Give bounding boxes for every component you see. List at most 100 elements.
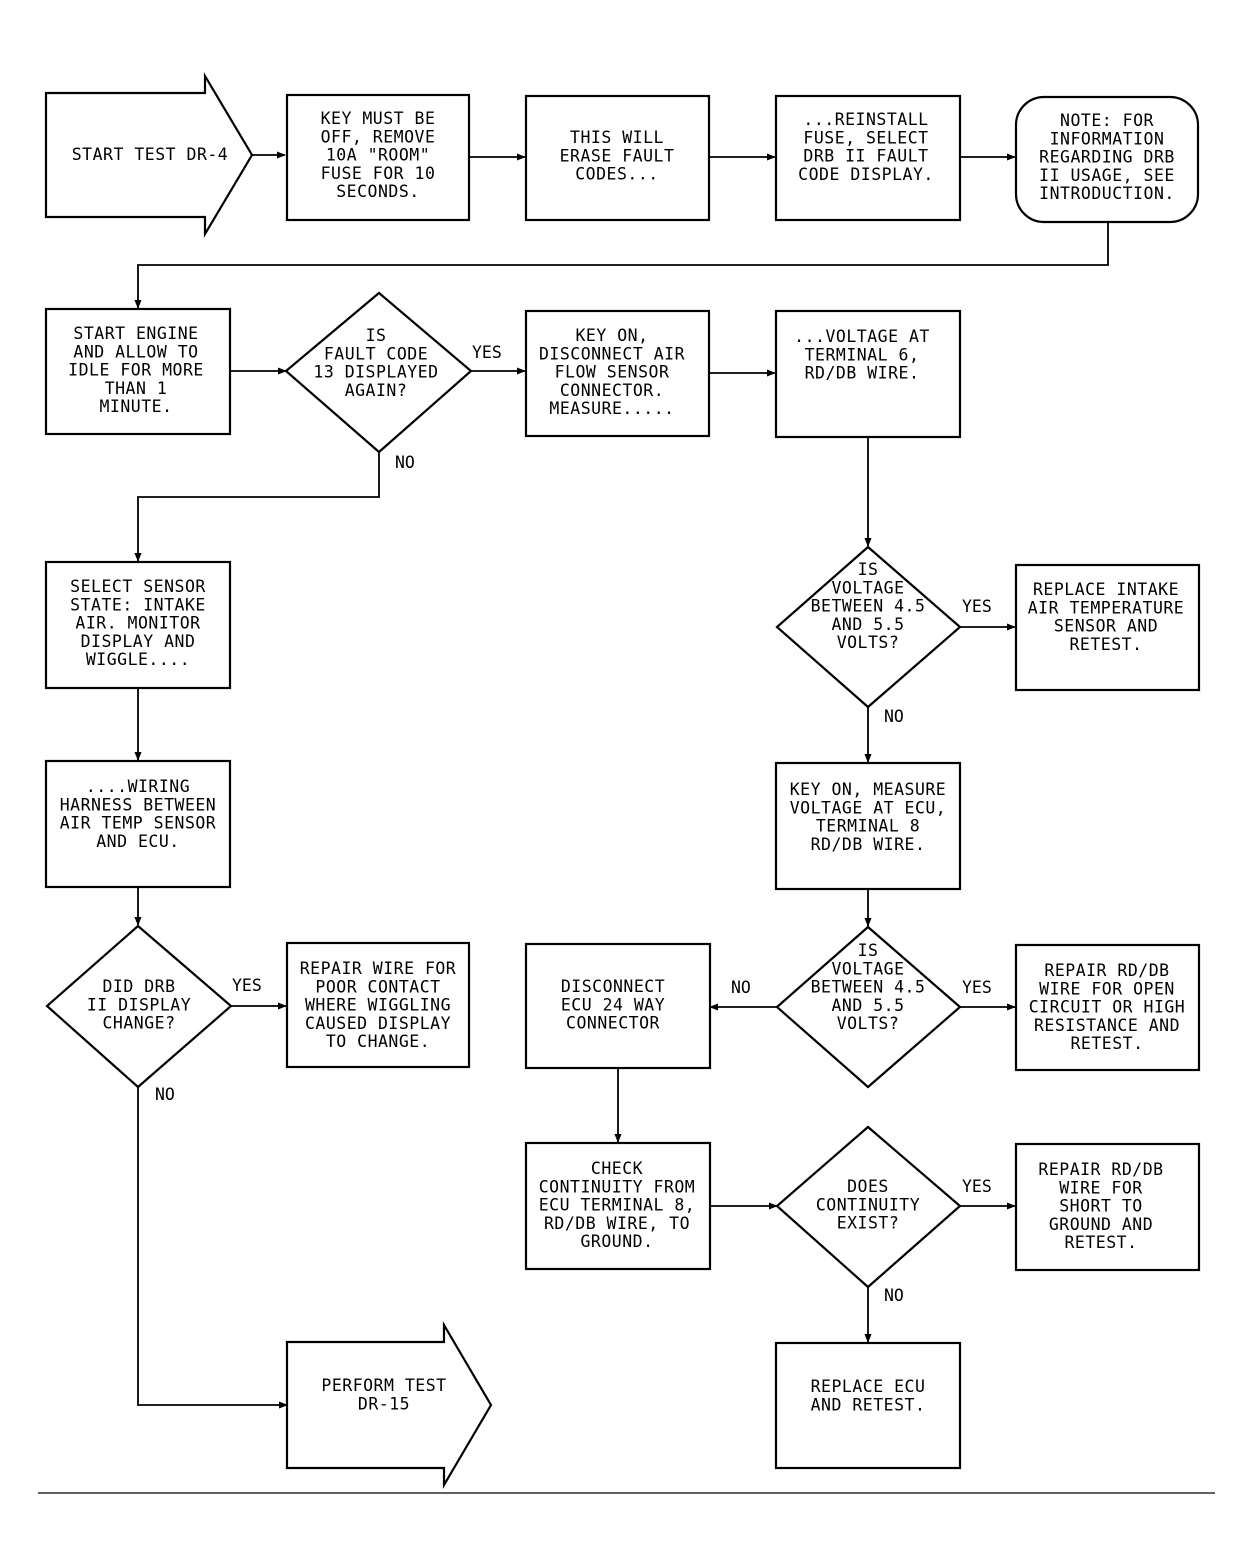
node-text-line: REPAIR RD/DB [1038,1160,1163,1179]
node-text-line: HARNESS BETWEEN [60,795,217,814]
node-text-line: ECU 24 WAY [561,995,665,1014]
node-text-line: II USAGE, SEE [1039,166,1175,185]
node-text-line: DISCONNECT [561,977,665,996]
edge-note-to-start-engine [134,222,1109,309]
fault13-no-label: NO [395,453,415,472]
node-text-line: FAULT CODE [324,344,428,363]
node-text-line: KEY ON, [575,326,648,345]
node-text-line: VOLTS? [837,633,900,652]
node-text-line: ECU TERMINAL 8, [539,1196,696,1215]
node-text-line: SELECT SENSOR [70,577,206,596]
start-engine-box [44,307,232,436]
node-text-line: VOLTS? [837,1014,900,1033]
node-text-line: WIRE FOR [1059,1178,1142,1197]
drb-no-label: NO [155,1085,175,1104]
node-text-line: 13 DISPLAYED [313,363,438,382]
perform-dr15-arrow-shape [285,1320,493,1490]
node-text-line: DRB II FAULT [803,147,928,166]
node-text-line: VOLTAGE [831,578,904,597]
node-text-line: DID DRB [102,977,175,996]
node-text-line: AIR TEMPERATURE [1028,598,1185,617]
node-text-line: RETEST. [1070,1034,1143,1053]
node-text-line: WIGGLE.... [86,650,190,669]
node-text-line: RD/DB WIRE. [805,364,920,383]
node-text-line: SHORT TO [1059,1197,1142,1216]
check-continuity-box [524,1141,712,1271]
edge-labels: YES NO YES NO YES NO NO YES YES NO [155,343,992,1305]
node-text-line: CHANGE? [102,1014,175,1033]
node-text-line: REPAIR RD/DB [1044,961,1169,980]
node-text-line: AND ALLOW TO [73,342,198,361]
node-text-line: FUSE, SELECT [803,128,928,147]
node-text-line: RD/DB WIRE, TO [544,1214,690,1233]
node-text-line: INFORMATION [1050,129,1165,148]
node-text-line: DOES [847,1177,889,1196]
node-text-line: TERMINAL 8 [816,817,920,836]
cont-no-label: NO [884,1286,904,1305]
node-text-line: DISCONNECT AIR [539,344,685,363]
fault13-diamond [284,291,473,454]
node-text-line: DISPLAY AND [81,632,196,651]
replace-ecu-box [774,1341,962,1470]
edge-drb-no [137,1087,288,1409]
reinstall-box [774,94,962,222]
node-text-line: AIR TEMP SENSOR [60,814,217,833]
node-text-line: GROUND AND [1049,1215,1153,1234]
connectors [134,151,1109,1409]
node-text-line: NOTE: FOR [1060,111,1154,130]
key-off-box [285,93,471,222]
volt-check2-diamond [775,925,962,1089]
node-text-line: OFF, REMOVE [321,127,436,146]
repair-open-box [1014,943,1201,1072]
node-text-line: SECONDS. [336,182,419,201]
node-text-line: CIRCUIT OR HIGH [1029,998,1186,1017]
node-text-line: AND RETEST. [811,1395,926,1414]
node-text-line: MEASURE..... [549,399,674,418]
node-text-line: ERASE FAULT [560,146,675,165]
volt2-yes-label: YES [962,978,992,997]
note-box [1014,95,1200,224]
cont-yes-label: YES [962,1177,992,1196]
select-sensor-box [44,560,232,690]
node-text-line: RESISTANCE AND [1034,1016,1180,1035]
drb-yes-label: YES [232,976,262,995]
node-text-line: CHECK [591,1159,643,1178]
continuity-exist-diamond [775,1125,962,1289]
node-text-line: II DISPLAY [87,995,191,1014]
volt1-yes-label: YES [962,597,992,616]
node-text-line: REPLACE ECU [811,1377,926,1396]
node-text-line: BETWEEN 4.5 [811,978,926,997]
node-text-line: CODES... [575,165,658,184]
node-text-line: RETEST. [1064,1233,1137,1252]
node-text-line: AND 5.5 [831,615,904,634]
node-text-line: IS [366,326,387,345]
node-text-line: ...REINSTALL [803,110,928,129]
key-on-disconnect-box [524,309,711,438]
node-text-line: IS [858,560,879,579]
node-text-line: REPAIR WIRE FOR [300,959,457,978]
node-text-line: REGARDING DRB [1039,148,1175,167]
node-text-line: IS [858,941,879,960]
node-text-line: EXIST? [837,1214,900,1233]
node-text-line: WIRE FOR OPEN [1039,979,1175,998]
edge-fault13-no [134,452,380,562]
node-text-line: CONTINUITY [816,1195,920,1214]
node-text-line: VOLTAGE AT ECU, [790,798,947,817]
volt1-no-label: NO [884,707,904,726]
node-text-line: CONNECTOR [566,1014,660,1033]
